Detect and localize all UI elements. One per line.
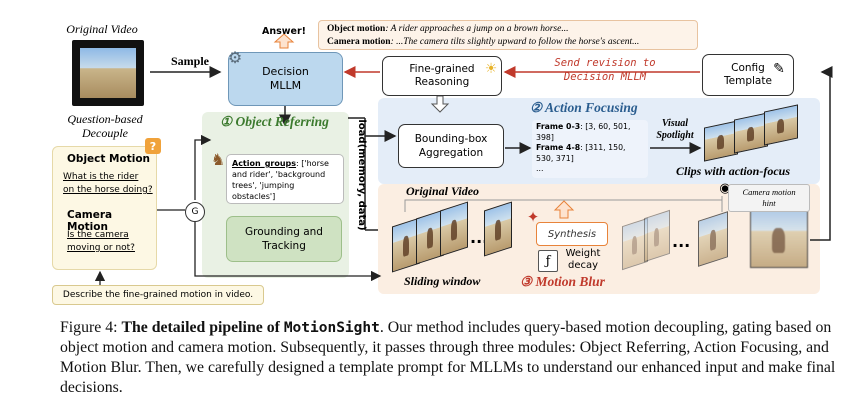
grounding-tracking-node: Grounding and Tracking — [226, 216, 342, 262]
frame-entry-1: Frame 0-3: [3, 60, 501, 398] — [536, 122, 644, 143]
frame-entry-2: Frame 4-8: [311, 150, 530, 371] — [536, 143, 644, 164]
motion-blur-title: ③ Motion Blur — [520, 274, 605, 289]
camera-hint-line-1: Camera motion — [742, 187, 796, 197]
figure-caption: Figure 4: The detailed pipeline of Motio… — [60, 318, 850, 398]
answer-box: Object motion: A rider approaches a jump… — [318, 20, 698, 50]
frame-2-value: : [311, 150, 530, 371] — [536, 143, 626, 163]
answer-label: Answer! — [262, 26, 307, 37]
sliding-window-label: Sliding window — [404, 274, 481, 288]
motion-blur-original-video-label: Original Video — [406, 184, 480, 198]
answer-camera-label: Camera motion — [327, 37, 391, 47]
weight-decay-line-2: decay — [567, 260, 599, 271]
config-template-node: Config Template — [702, 54, 794, 96]
caption-bold: The detailed pipeline of — [121, 319, 280, 336]
action-groups-box: Action_groups: ['horse and rider', 'back… — [226, 154, 344, 204]
question-based-label: Question-based Decouple — [50, 112, 160, 140]
spotlight-line-2: Spotlight — [656, 130, 694, 141]
blur-frame-2 — [644, 209, 670, 263]
answer-camera-line: Camera motion: ...The camera tilts sligh… — [327, 36, 689, 49]
object-question-line-2: on the horse doing? — [63, 185, 153, 195]
gate-circle: G — [185, 202, 205, 222]
sample-label: Sample — [170, 54, 209, 68]
camera-motion-question: Is the camera moving or not? — [67, 229, 135, 255]
horse-rider-icon: ♞ — [210, 149, 226, 169]
decision-mllm-node: Decision MLLM — [228, 52, 343, 106]
frames-more: ... — [536, 164, 544, 173]
camera-hint-box: Camera motion hint — [728, 184, 810, 212]
action-groups-key: Action_groups — [232, 159, 297, 168]
camera-hint-line-2: hint — [762, 198, 776, 208]
visual-spotlight-label: Visual Spotlight — [650, 118, 700, 142]
config-line-1: Config — [731, 62, 765, 74]
caption-figure: Figure 4: — [60, 319, 118, 336]
blur-frame-3 — [698, 211, 728, 267]
object-question-line-1: What is the rider — [63, 172, 139, 182]
window-frame-4 — [484, 201, 512, 257]
robot-icon: ⚙ — [227, 47, 243, 67]
bbox-line-1: Bounding-box — [414, 133, 488, 145]
question-based-line-1: Question-based — [67, 112, 143, 126]
decision-line-1: Decision — [262, 65, 309, 78]
config-line-2: Template — [724, 75, 772, 87]
frame-1-value: : [3, 60, 501, 398] — [536, 122, 631, 142]
blur-result-image — [750, 210, 808, 268]
object-motion-title: Object Motion — [67, 153, 151, 165]
blur-ellipsis: ... — [672, 232, 691, 251]
synthesis-node: Synthesis — [536, 222, 608, 246]
caption-name: MotionSight — [283, 320, 380, 336]
camera-question-line-2: moving or not? — [67, 243, 135, 253]
window-frame-3 — [440, 201, 468, 257]
bbox-line-2: Aggregation — [418, 147, 484, 159]
question-badge: ? — [145, 138, 161, 154]
original-video-label: Original Video — [66, 22, 138, 36]
bbox-aggregation-node: Bounding-box Aggregation — [398, 124, 504, 168]
object-motion-question: What is the rider on the horse doing? — [63, 171, 153, 197]
answer-object-line: Object motion: A rider approaches a jump… — [327, 23, 689, 36]
connector-arrows — [94, 33, 833, 285]
lightbulb-icon: ☀ — [484, 61, 498, 77]
weight-decay-label: Weight decay — [558, 248, 608, 272]
reasoning-line-2: Reasoning — [414, 76, 470, 88]
prompt-box: Describe the fine-grained motion in vide… — [52, 285, 264, 305]
load-memory-label: load(memory, data) — [356, 119, 368, 231]
focus-clip-2 — [734, 112, 768, 154]
action-groups-value: : ['horse and rider', 'background trees'… — [232, 159, 329, 201]
answer-object-label: Object motion — [327, 24, 386, 34]
caption-rest: . Our method includes query-based motion… — [60, 319, 836, 396]
fine-grained-reasoning-node: Fine-grained Reasoning — [382, 56, 502, 96]
reasoning-line-1: Fine-grained — [409, 63, 475, 75]
frames-box: Frame 0-3: [3, 60, 501, 398] Frame 4-8: … — [532, 120, 648, 178]
question-panel: ? Object Motion What is the rider on the… — [52, 138, 161, 270]
clips-label: Clips with action-focus — [676, 164, 791, 178]
object-referring-title: ① Object Referring — [220, 114, 329, 129]
decision-line-2: MLLM — [269, 79, 302, 92]
grounding-line-1: Grounding and — [245, 226, 323, 238]
film-frame-image — [80, 48, 136, 98]
grounding-line-2: Tracking — [262, 240, 306, 252]
frame-2-key: Frame 4-8 — [536, 143, 581, 152]
film-strip — [72, 40, 144, 106]
camera-motion-title: Camera Motion — [67, 209, 113, 233]
send-revision-line-2: Decision MLLM — [563, 71, 647, 83]
running-person-icon: ✦ — [526, 208, 540, 226]
camera-icon: ◉ — [719, 180, 731, 196]
camera-question-line-1: Is the camera — [67, 230, 129, 240]
weight-decay-line-1: Weight — [565, 248, 601, 259]
send-revision-line-1: Send revision to — [554, 57, 656, 69]
question-based-line-2: Decouple — [82, 126, 128, 140]
formula-icon: ƒ — [538, 250, 558, 272]
focus-clip-1 — [704, 120, 738, 162]
action-focusing-title: ② Action Focusing — [530, 100, 638, 115]
focus-clip-3 — [764, 104, 798, 146]
document-edit-icon: ✎ — [773, 61, 785, 77]
frame-1-key: Frame 0-3 — [536, 122, 581, 131]
answer-object-text: : A rider approaches a jump on a brown h… — [385, 24, 569, 34]
spotlight-line-1: Visual — [661, 118, 689, 129]
send-revision-label: Send revision to Decision MLLM — [520, 56, 690, 84]
answer-camera-text: : ...The camera tilts slightly upward to… — [390, 37, 640, 47]
